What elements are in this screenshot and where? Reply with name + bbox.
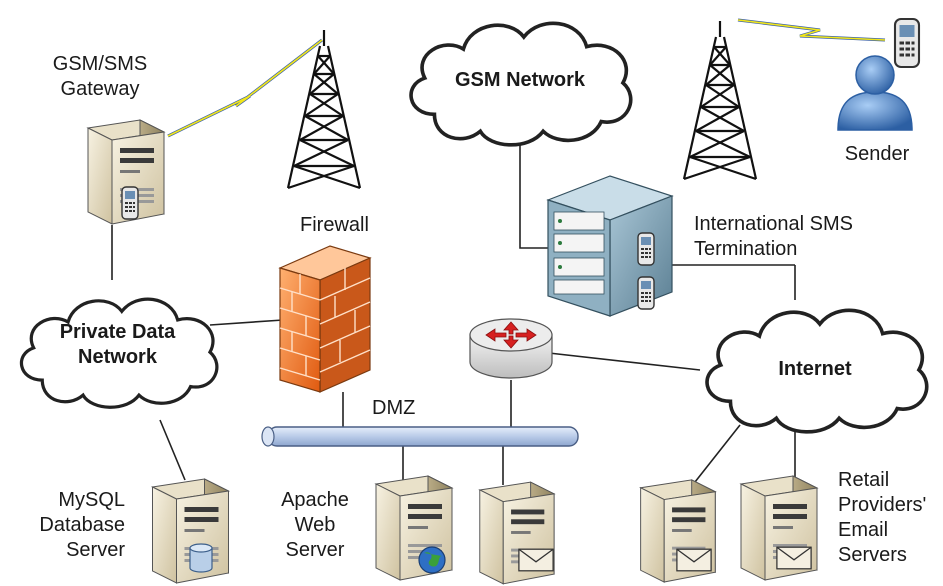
dmz-bus [261, 426, 579, 447]
gsm-network-label: GSM Network [454, 69, 586, 91]
retail-providers-email-servers-label: Retail Providers' Email Servers [838, 468, 926, 568]
wireless-link-right [737, 18, 886, 42]
sms-termination-phone-icon-1 [637, 232, 655, 266]
apache-label-line2: Web [294, 514, 336, 536]
retail-mail-envelope-icon-1 [676, 548, 712, 572]
sender-phone-icon [893, 17, 921, 69]
firewall-label: Firewall [300, 214, 369, 236]
private-data-network-label-line1: Private Data [59, 321, 176, 343]
mysql-database-server-label: MySQL Database Server [30, 488, 125, 563]
gsm-sms-gateway-label: GSM/SMS Gateway [30, 52, 170, 102]
international-sms-termination-label-line2: Termination [694, 238, 798, 260]
apache-label-line1: Apache [281, 489, 349, 511]
mysql-label-line2: Database [39, 514, 125, 536]
sms-termination-phone-icon-2 [637, 276, 655, 310]
mysql-label-line3: Server [66, 539, 125, 561]
international-sms-termination-label-line1: International SMS [694, 213, 853, 235]
connection-lines [111, 140, 796, 485]
sender-label: Sender [844, 143, 910, 165]
firewall-icon [278, 245, 372, 393]
dmz-label: DMZ [372, 397, 416, 419]
router-icon [469, 318, 553, 379]
internet-label: Internet [778, 358, 852, 380]
retail-mail-envelope-icon-2 [776, 546, 812, 570]
retail-label-line4: Servers [838, 544, 907, 566]
gsm-sms-gateway-label-line1: GSM/SMS [52, 53, 148, 75]
wireless-link-left [167, 38, 323, 138]
retail-label-line2: Providers' [838, 494, 927, 516]
private-data-network-label-line2: Network [78, 346, 157, 368]
apache-web-server-label: Apache Web Server [265, 488, 365, 563]
globe-icon [418, 546, 446, 574]
dmz-mail-envelope-icon [518, 548, 554, 572]
retail-label-line3: Email [838, 519, 889, 541]
database-icon [189, 543, 213, 573]
cell-tower-icon-left [286, 30, 362, 190]
gsm-sms-gateway-label-line2: Gateway [60, 78, 140, 100]
cell-tower-icon-right [682, 19, 758, 181]
sender-person-icon [837, 55, 913, 131]
apache-label-line3: Server [285, 539, 345, 561]
retail-label-line1: Retail [838, 469, 890, 491]
private-data-network-label: Private Data Network [30, 320, 205, 370]
mysql-label-line1: MySQL [58, 489, 125, 511]
gateway-phone-icon [121, 186, 139, 220]
international-sms-termination-label: International SMS Termination [694, 212, 853, 262]
